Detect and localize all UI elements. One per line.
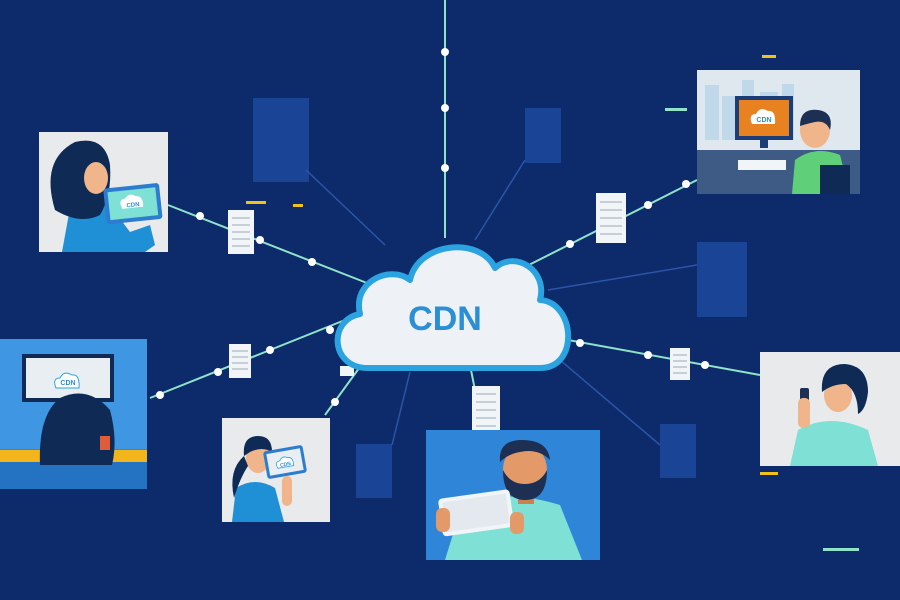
node-dot: [441, 48, 449, 56]
node-dot: [331, 398, 339, 406]
bg-ray: [547, 264, 698, 291]
person-body: [232, 482, 284, 522]
accent-dash: [823, 548, 859, 551]
data-packets: [228, 193, 690, 432]
node-dot: [576, 339, 584, 347]
person-silhouette: [39, 393, 115, 465]
user-card-tablet-woman: CDN: [39, 132, 168, 252]
node-dot: [441, 104, 449, 112]
person-face: [84, 162, 108, 194]
bg-block: [697, 242, 747, 317]
wall-screen-cloud-icon: [54, 372, 80, 389]
person-arm: [282, 476, 292, 506]
bg-ray: [305, 169, 386, 246]
node-dot: [156, 391, 164, 399]
person-ponytail: [232, 456, 248, 498]
tablet-screen-label: CDN: [280, 461, 292, 469]
person-arm: [798, 398, 810, 428]
cdn-cloud-hub: CDN: [334, 244, 572, 371]
tablet-screen-label: CDN: [126, 202, 140, 209]
monitor-screen-label: CDN: [756, 117, 771, 124]
node-dot: [214, 368, 222, 376]
bg-block: [660, 424, 696, 478]
tablet-device: CDN: [263, 445, 307, 479]
data-packet-icon: [229, 344, 251, 378]
bg-block: [253, 98, 309, 182]
background-blocks: [253, 98, 747, 498]
node-dot: [682, 180, 690, 188]
bg-block: [525, 108, 561, 163]
desk-front: [0, 462, 147, 489]
user-card-ponytail-woman: CDN: [222, 418, 330, 522]
monitor-cloud-icon: [750, 109, 776, 124]
person-hair: [499, 440, 550, 462]
accent-dash: [760, 472, 778, 475]
hub-label: CDN: [408, 300, 482, 338]
node-dot: [256, 236, 264, 244]
person-hair: [50, 140, 111, 219]
bg-ray: [474, 159, 526, 241]
node-dot: [644, 351, 652, 359]
node-dot: [566, 240, 574, 248]
user-card-desktop-man: CDN: [697, 70, 860, 194]
node-dot: [644, 201, 652, 209]
person-hair: [800, 109, 831, 130]
cloud-icon: [334, 244, 572, 371]
user-card-wall-screen: CDN: [0, 339, 147, 489]
node-dot: [326, 326, 334, 334]
background-rays: [305, 159, 698, 446]
node-dot: [441, 164, 449, 172]
monitor-stand: [760, 140, 768, 148]
accent-dashes: [246, 55, 859, 551]
person-hair: [243, 436, 272, 456]
accent-dash: [762, 55, 776, 58]
tablet-device: [438, 489, 514, 537]
data-packet-small: [340, 366, 354, 376]
bg-ray: [391, 371, 411, 446]
user-card-phone-woman: [760, 352, 900, 466]
person-beard: [503, 470, 547, 500]
node-dot: [196, 212, 204, 220]
node-dot: [701, 361, 709, 369]
person-hair: [821, 364, 868, 414]
person-hand: [510, 512, 524, 534]
bg-ray: [559, 359, 661, 446]
data-packet-icon: [670, 348, 690, 380]
bg-block: [356, 444, 392, 498]
data-packet-icon: [596, 193, 626, 243]
chair: [820, 165, 850, 194]
accent-dash: [246, 201, 266, 204]
data-packet-icon: [228, 210, 254, 254]
node-dots: [156, 48, 709, 406]
tablet-device: CDN: [103, 183, 163, 225]
node-dot: [266, 346, 274, 354]
accent-dash: [293, 204, 303, 207]
accent-dash: [665, 108, 687, 111]
node-dot: [308, 258, 316, 266]
coffee-cup: [100, 436, 110, 450]
wall-screen-label: CDN: [60, 380, 75, 387]
person-body: [790, 421, 878, 466]
link-right: [567, 339, 761, 376]
user-card-bearded-man: [426, 430, 600, 560]
person-hand: [436, 508, 450, 532]
data-packet-icon: [472, 386, 500, 432]
keyboard: [738, 160, 786, 170]
